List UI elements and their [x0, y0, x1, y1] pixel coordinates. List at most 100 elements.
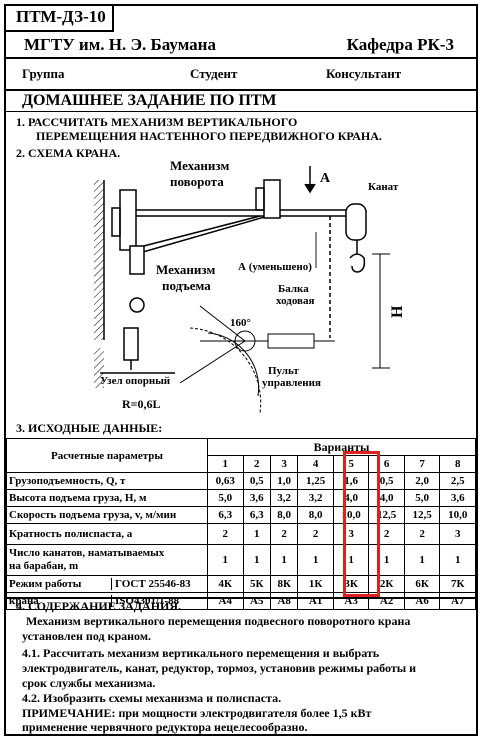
- row-label: Кратность полиспаста, a: [6, 523, 208, 545]
- variant-number: 1: [207, 455, 244, 473]
- rope-label: Канат: [368, 181, 399, 193]
- dimension-h: [372, 253, 390, 369]
- angle-label: 160°: [230, 317, 251, 329]
- lift-mech-label-1: Механизм: [156, 262, 215, 277]
- variant-number: 3: [269, 455, 299, 473]
- cell: 1К: [297, 575, 334, 593]
- cell: 1: [297, 544, 334, 576]
- cell: 5,0: [207, 489, 244, 507]
- cell: 2: [269, 523, 299, 545]
- support-label: Узел опорный: [100, 375, 171, 387]
- cell: 3,6: [439, 489, 476, 507]
- rotation-mech-label-1: Механизм: [170, 158, 229, 173]
- cell: 5К: [242, 575, 271, 593]
- row-label: Высота подъема груза, H, м: [6, 489, 208, 507]
- cell: 3,2: [269, 489, 299, 507]
- group-label: Группа: [22, 66, 65, 81]
- variant-number: 8: [439, 455, 476, 473]
- contents-p1-line-1: Механизм вертикального перемещения подве…: [26, 614, 411, 628]
- cell: А8: [269, 592, 299, 610]
- cell: А5: [242, 592, 271, 610]
- cell: 1: [403, 544, 441, 576]
- document-code: ПТМ-ДЗ-10: [4, 4, 114, 32]
- crane-diagram: Механизм поворота A Канат А (уменьшено) …: [94, 158, 406, 414]
- cell: 1,25: [297, 472, 334, 490]
- contents-p1-line-2: установлен под краном.: [22, 629, 151, 643]
- cell: 0,63: [207, 472, 244, 490]
- cell: А6: [403, 592, 441, 610]
- lift-mech-label-2: подъема: [162, 278, 211, 293]
- contents-p2-line-1: 4.1. Рассчитать механизм вертикального п…: [22, 646, 380, 660]
- crane-structure: [100, 179, 367, 374]
- cell: 8К: [269, 575, 299, 593]
- arrow-a-label: A: [320, 171, 331, 186]
- cell: 0,5: [242, 472, 271, 490]
- cell: 3,6: [242, 489, 271, 507]
- cell: 2: [403, 523, 441, 545]
- section-4: [4, 597, 478, 599]
- initial-data-table: Расчетные параметры Варианты 1 2 3 4 5 6…: [6, 438, 476, 610]
- section-4-title: 4. СОДЕРЖАНИЕ ЗАДАНИЯ.: [16, 599, 182, 613]
- cell: 1: [242, 523, 271, 545]
- cell: 1: [207, 544, 244, 576]
- beam-label-2: ходовая: [276, 295, 314, 307]
- cell: А7: [439, 592, 476, 610]
- cell: 8,0: [269, 506, 299, 524]
- contents-p2-line-3: срок службы механизма.: [22, 676, 156, 690]
- mode-label-split: Режим работы ГОСТ 25546-83: [7, 578, 207, 590]
- cell: 6,3: [242, 506, 271, 524]
- cell: 12,5: [403, 506, 441, 524]
- task-1-line-2: ПЕРЕМЕЩЕНИЯ НАСТЕННОГО ПЕРЕДВИЖНОГО КРАН…: [36, 129, 382, 143]
- mode-label-1: Режим работы: [7, 578, 112, 590]
- view-a-label: А (уменьшено): [238, 261, 312, 273]
- cell: 6,3: [207, 506, 244, 524]
- cell: 2: [207, 523, 244, 545]
- document-frame: [4, 4, 478, 736]
- cell: 2: [297, 523, 334, 545]
- control-label-1: Пульт: [268, 365, 299, 377]
- cell: 2,0: [403, 472, 441, 490]
- rotation-mech-label-2: поворота: [170, 174, 224, 189]
- cell: 1: [269, 544, 299, 576]
- variant-number: 7: [403, 455, 441, 473]
- cell: 2,5: [439, 472, 476, 490]
- variant-number: 2: [242, 455, 271, 473]
- cell: 4К: [207, 575, 244, 593]
- task-1-line-1: 1. РАССЧИТАТЬ МЕХАНИЗМ ВЕРТИКАЛЬНОГО: [16, 115, 298, 129]
- cell: 1,0: [269, 472, 299, 490]
- control-label-2: управления: [262, 377, 321, 389]
- variants-row: 1 2 3 4 5 6 7 8: [7, 455, 476, 473]
- variants-header: Варианты: [207, 438, 476, 456]
- height-label: H: [389, 305, 406, 318]
- university-row: МГТУ им. Н. Э. Баумана Кафедра РК-3: [4, 32, 478, 59]
- params-header: Расчетные параметры: [6, 438, 208, 473]
- cell: 8,0: [297, 506, 334, 524]
- wall: [94, 180, 105, 388]
- variant-number: 4: [297, 455, 334, 473]
- table-row: Высота подъема груза, H, м 5,0 3,6 3,2 3…: [6, 489, 476, 507]
- table-row: Кратность полиспаста, a 2 1 2 2 3 2 2 3: [6, 523, 476, 545]
- row-label: Грузоподъемность, Q, т: [6, 472, 208, 490]
- cell: А4: [207, 592, 244, 610]
- homework-title: ДОМАШНЕЕ ЗАДАНИЕ ПО ПТМ: [4, 91, 478, 112]
- note-line-2: применение червячного редуктора нецелесо…: [22, 720, 308, 734]
- beam-label-1: Балка: [278, 283, 309, 295]
- student-label: Студент: [190, 66, 238, 81]
- contents-p2-line-2: электродвигатель, канат, редуктор, тормо…: [22, 661, 417, 675]
- table-row: Режим работы ГОСТ 25546-83 4К 5К 8К 1К 3…: [6, 575, 476, 593]
- task-2: 2. СХЕМА КРАНА.: [16, 146, 121, 160]
- arrow-a-mark: [304, 166, 316, 194]
- people-row: Группа Студент Консультант: [4, 59, 478, 91]
- mode-label-cell: Режим работы ГОСТ 25546-83: [6, 575, 208, 593]
- university-name: МГТУ им. Н. Э. Баумана: [24, 35, 216, 54]
- row-label: Скорость подъема груза, v, м/мин: [6, 506, 208, 524]
- gost-label: ГОСТ 25546-83: [115, 578, 191, 590]
- cell: 1: [439, 544, 476, 576]
- row-label-line-2: на барабан, m: [9, 560, 79, 572]
- cell: А1: [297, 592, 334, 610]
- radius-label: R=0,6L: [122, 397, 161, 411]
- view-a: [179, 305, 335, 414]
- cell: 3,2: [297, 489, 334, 507]
